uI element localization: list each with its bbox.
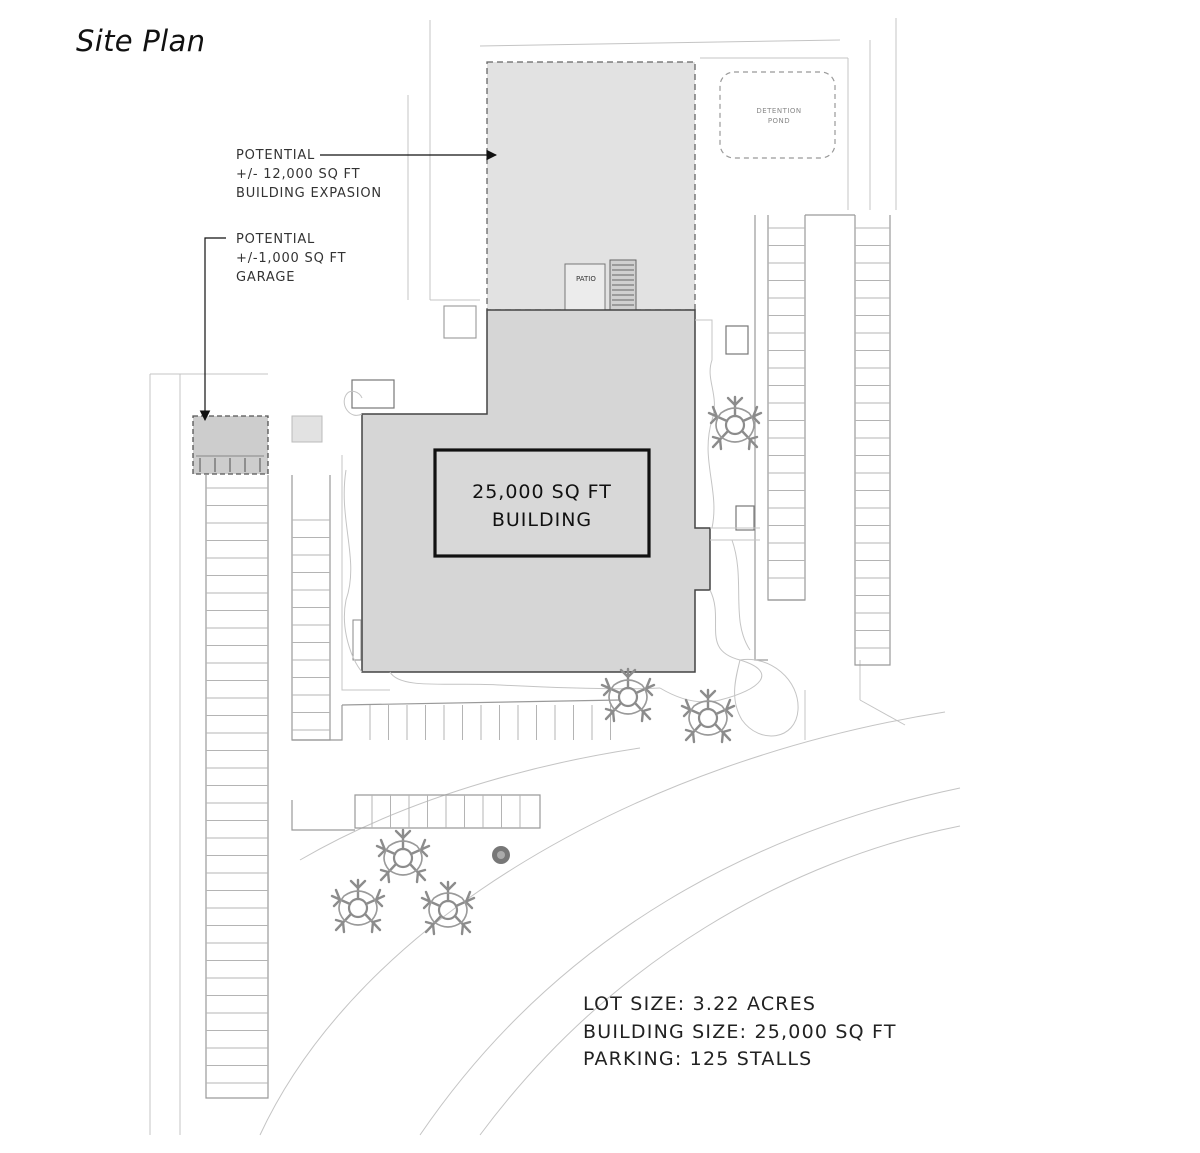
utility-box <box>443 305 477 339</box>
building-size-stat: BUILDING SIZE: 25,000 SQ FT <box>583 1021 897 1043</box>
garage-arrow <box>199 237 226 422</box>
plan-title: Site Plan <box>76 24 206 58</box>
trash-enclosure <box>351 379 395 409</box>
building-size-label: 25,000 SQ FT <box>472 481 612 503</box>
expansion-label-1: POTENTIAL <box>236 148 315 163</box>
pad <box>291 415 323 443</box>
pond-label-2: POND <box>768 117 790 125</box>
property-lines <box>149 18 897 1135</box>
potential-garage <box>192 415 269 475</box>
lot-size-stat: LOT SIZE: 3.22 ACRES <box>583 993 816 1015</box>
site-stats: LOT SIZE: 3.22 ACRES BUILDING SIZE: 25,0… <box>583 993 897 1070</box>
expansion-label-3: BUILDING EXPASION <box>236 186 382 201</box>
garage-label-1: POTENTIAL <box>236 232 315 247</box>
potential-expansion: PATIO <box>486 61 696 311</box>
left-parking-stalls <box>205 475 269 1099</box>
pond-label-1: DETENTION <box>756 107 801 115</box>
expansion-label-2: +/- 12,000 SQ FT <box>236 167 360 182</box>
garage-label-2: +/-1,000 SQ FT <box>236 251 346 266</box>
trees <box>330 395 763 936</box>
west-parking-stalls <box>291 475 331 741</box>
expansion-callout: POTENTIAL +/- 12,000 SQ FT BUILDING EXPA… <box>236 148 498 201</box>
south-parking-stalls <box>291 699 621 831</box>
building-name-label: BUILDING <box>492 509 592 531</box>
parking-stat: PARKING: 125 STALLS <box>583 1048 812 1070</box>
road <box>259 660 961 1136</box>
garage-label-3: GARAGE <box>236 270 295 285</box>
main-building: 25,000 SQ FT BUILDING <box>352 309 711 673</box>
garage-callout: POTENTIAL +/-1,000 SQ FT GARAGE <box>199 232 346 422</box>
building-label-box <box>433 448 651 558</box>
detention-pond: DETENTION POND <box>719 71 836 159</box>
landscape-beds <box>341 319 799 737</box>
east-parking-stalls <box>754 214 891 666</box>
patio-label: PATIO <box>576 275 596 283</box>
